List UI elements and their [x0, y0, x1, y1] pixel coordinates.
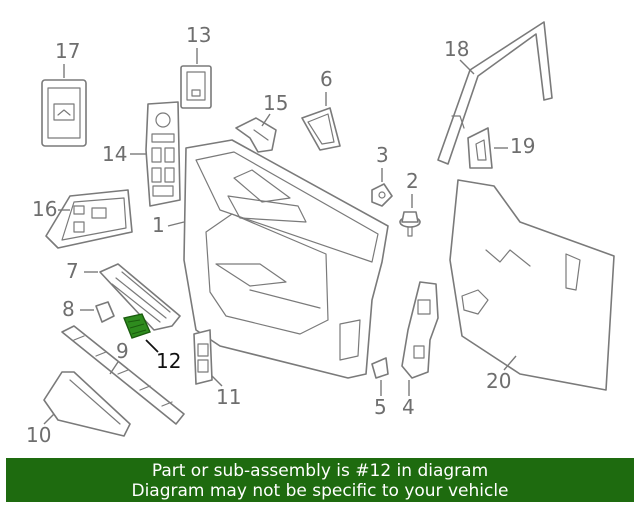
leader-12	[145, 339, 159, 353]
exploded-door-diagram: 17 13 14 16 15 6	[26, 21, 615, 447]
callout-1: 1	[152, 213, 165, 237]
leader-18	[459, 59, 475, 75]
part-14-window-switch[interactable]	[145, 101, 181, 207]
callout-17: 17	[55, 39, 80, 63]
part-10-lower-trim[interactable]	[43, 371, 131, 437]
part-8-clip[interactable]	[95, 301, 115, 323]
callout-13: 13	[186, 23, 211, 47]
leader-20	[503, 355, 517, 371]
callout-15: 15	[263, 91, 288, 115]
part-15-trim-clip[interactable]	[235, 117, 277, 153]
callout-11: 11	[216, 385, 241, 409]
part-9-trim-strip[interactable]	[61, 325, 185, 425]
callout-9: 9	[116, 339, 129, 363]
part-19-corner-trim[interactable]	[467, 127, 493, 169]
leader-1	[167, 221, 185, 227]
part-17-plate[interactable]	[41, 79, 87, 147]
part-6-mirror-cover[interactable]	[301, 107, 341, 151]
part-18-frame-trim[interactable]	[437, 21, 553, 165]
info-banner: Part or sub-assembly is #12 in diagram D…	[6, 458, 634, 502]
callout-7: 7	[66, 259, 79, 283]
part-1-door-trim-panel[interactable]	[183, 139, 389, 379]
leader-10	[43, 413, 55, 425]
leader-11	[211, 375, 223, 387]
callout-14: 14	[102, 142, 127, 166]
callout-4: 4	[402, 395, 415, 419]
callout-19: 19	[510, 134, 535, 158]
part-13-switch[interactable]	[180, 65, 212, 109]
callout-8: 8	[62, 297, 75, 321]
callout-10: 10	[26, 423, 51, 447]
leader-15	[261, 113, 271, 127]
callout-5: 5	[374, 395, 387, 419]
callout-12: 12	[156, 349, 181, 373]
part-3-clip[interactable]	[371, 183, 393, 207]
callout-2: 2	[406, 169, 419, 193]
banner-line-1: Part or sub-assembly is #12 in diagram	[151, 461, 489, 481]
callout-6: 6	[320, 67, 333, 91]
callout-18: 18	[444, 37, 469, 61]
part-4-bracket[interactable]	[401, 281, 439, 379]
callout-16: 16	[32, 197, 57, 221]
callout-20: 20	[486, 369, 511, 393]
part-2-push-fastener[interactable]	[399, 211, 421, 237]
part-20-watershield[interactable]	[449, 179, 615, 391]
part-12-highlighted[interactable]	[123, 313, 151, 339]
callout-3: 3	[376, 143, 389, 167]
part-11-switch[interactable]	[193, 329, 213, 385]
banner-line-2: Diagram may not be specific to your vehi…	[131, 481, 509, 501]
part-5-clip[interactable]	[371, 357, 389, 379]
part-16-switch-panel[interactable]	[45, 189, 133, 249]
leader-9	[109, 361, 119, 375]
